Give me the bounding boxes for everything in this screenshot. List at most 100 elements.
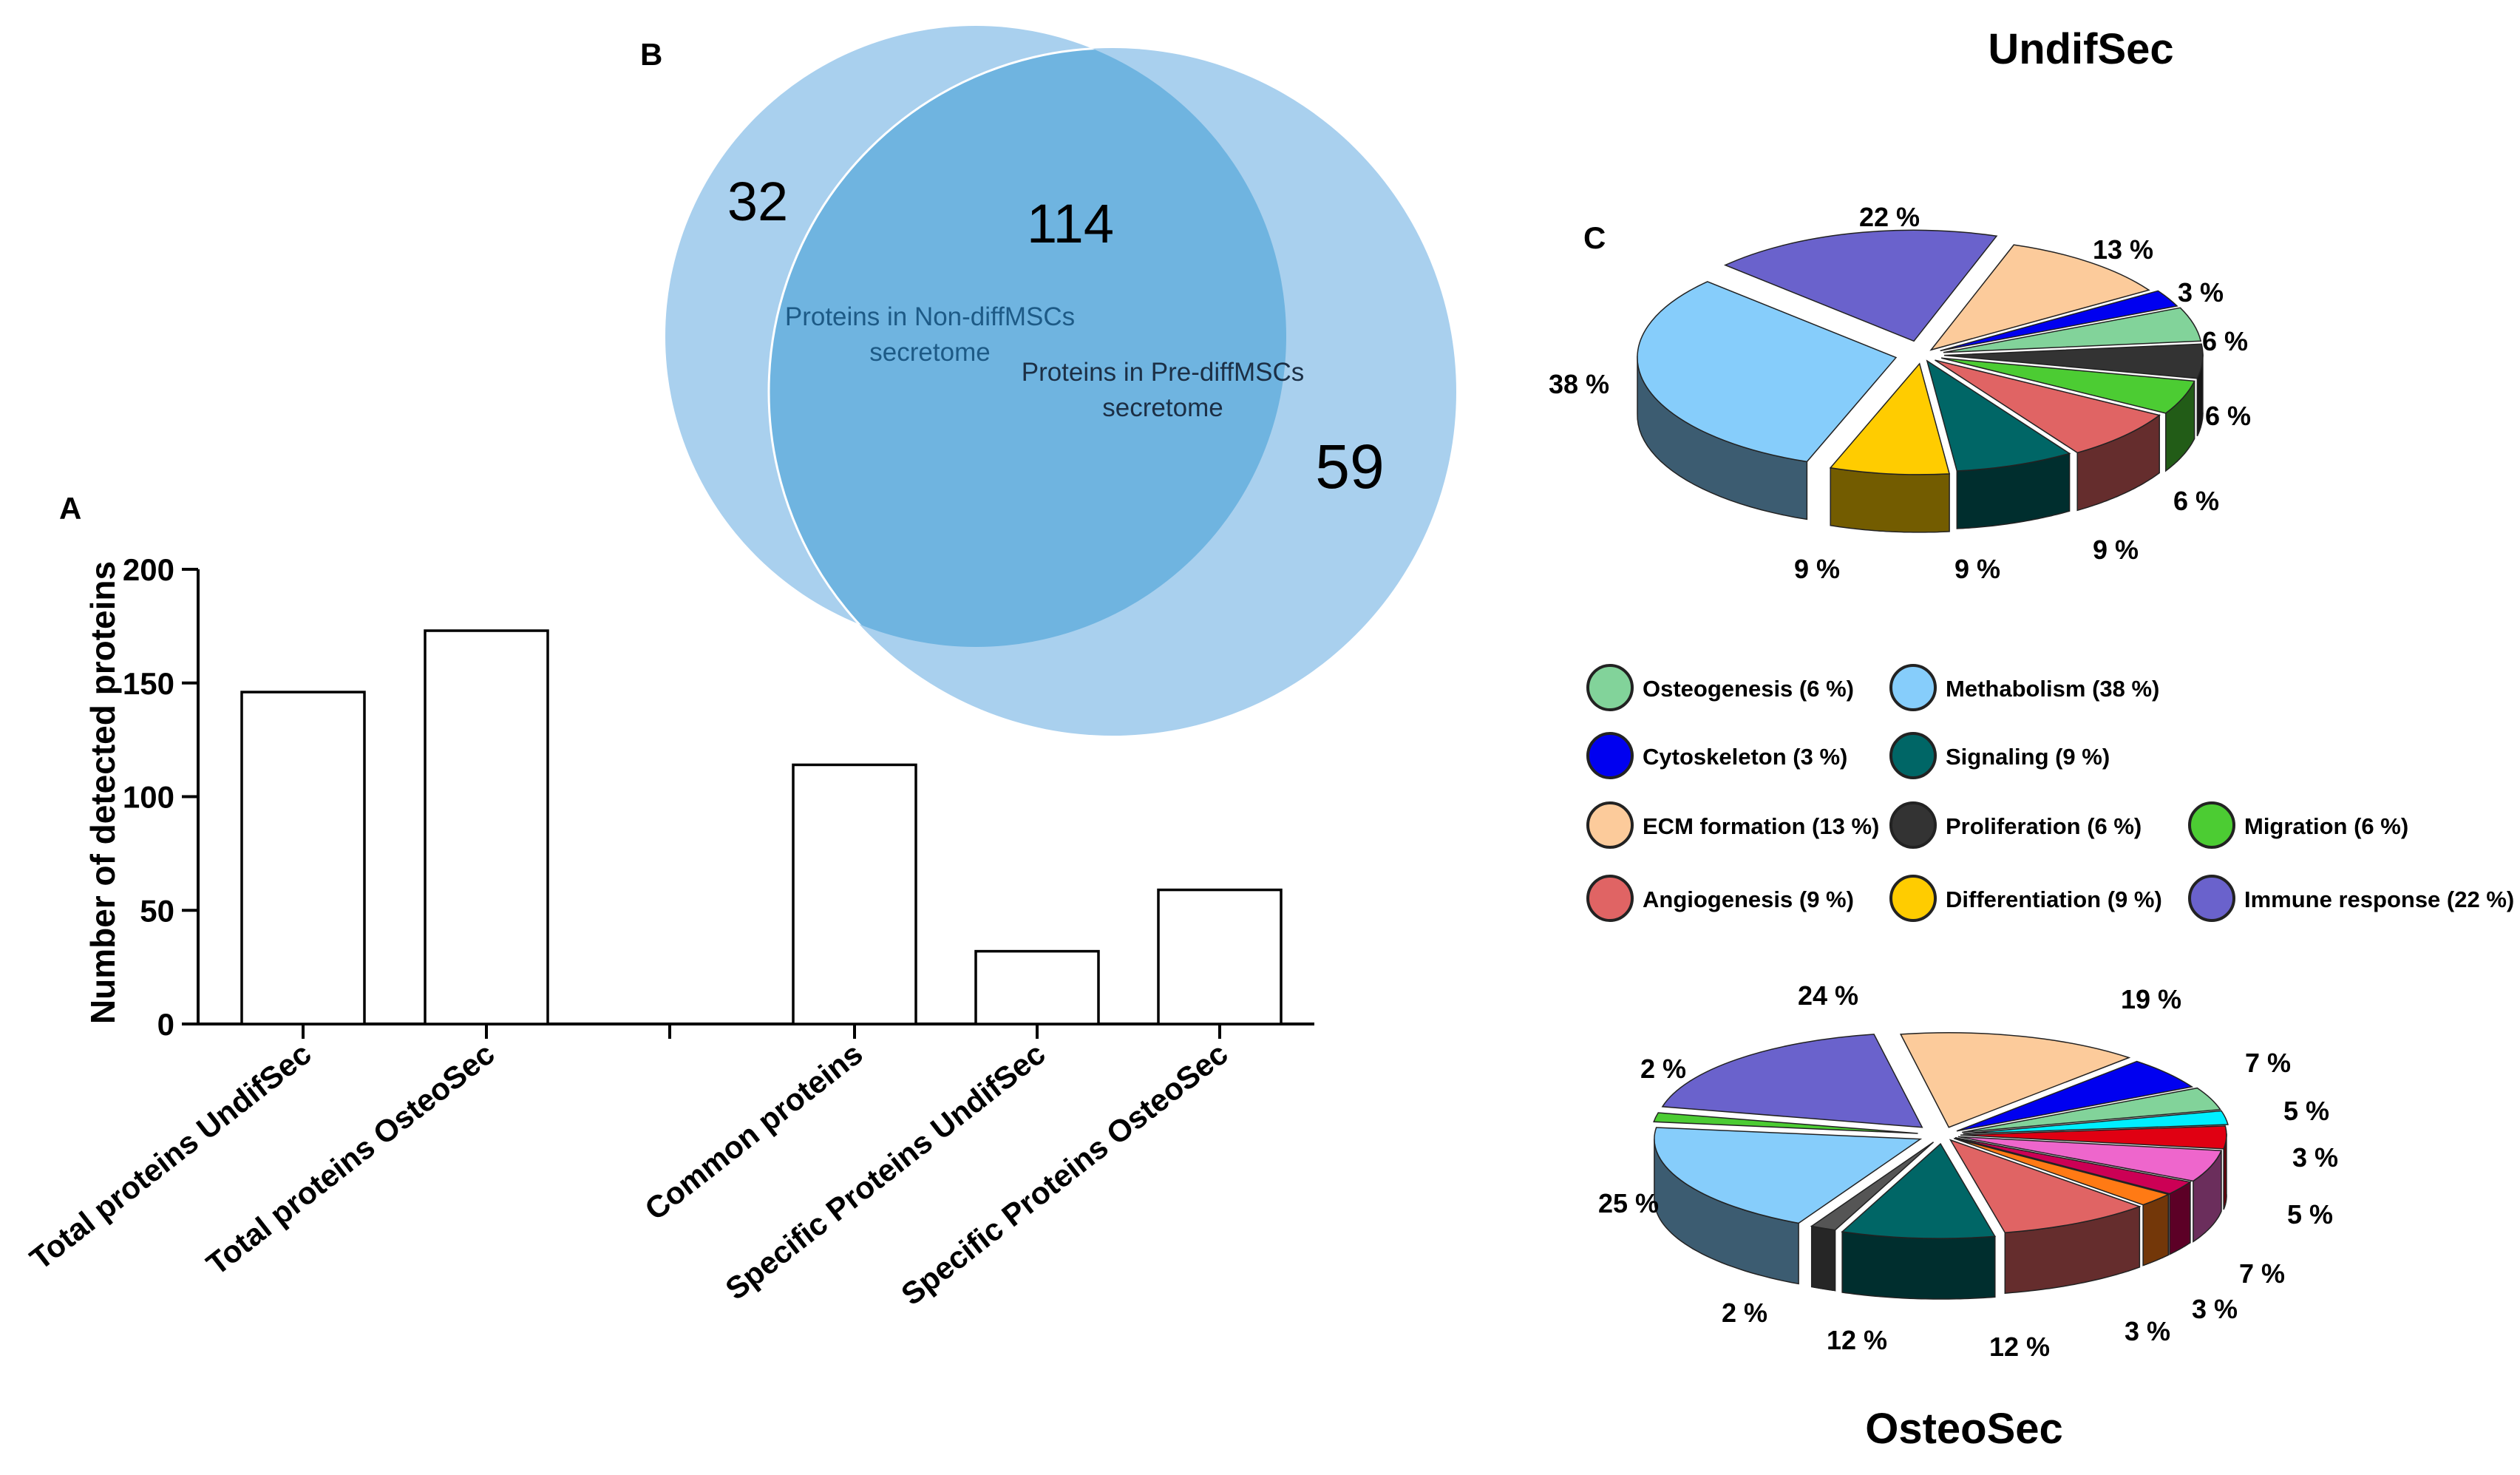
y-axis-label: Number of detected proteins xyxy=(84,561,122,1024)
pie-slice xyxy=(1654,1127,1923,1224)
bar xyxy=(240,691,366,1025)
pie-pct-label: 2 % xyxy=(1640,1054,1686,1084)
panel-c-label: C xyxy=(1583,220,1606,255)
pie-chart-osteosec: 24 %19 %7 %5 %3 %5 %7 %3 %3 %12 %12 %2 %… xyxy=(1598,980,2338,1362)
pie-slice-side xyxy=(1841,1231,1996,1300)
legend-swatch xyxy=(1889,875,1937,922)
pie-pct-label: 5 % xyxy=(2287,1199,2333,1230)
pie-pct-label: 6 % xyxy=(2205,401,2251,431)
venn-right-count: 59 xyxy=(1315,432,1384,501)
legend-swatch xyxy=(1586,875,1634,922)
legend-swatch xyxy=(2188,875,2235,922)
pie-pct-label: 3 % xyxy=(2178,277,2224,308)
pie-slice xyxy=(1637,281,1898,463)
pie-slice xyxy=(1957,1136,2223,1182)
legend-label: Differentiation (9 %) xyxy=(1946,886,2162,912)
bar xyxy=(1157,888,1283,1025)
legend-label: Proliferation (6 %) xyxy=(1946,813,2142,839)
pie-pct-label: 9 % xyxy=(1954,554,2000,584)
legend-swatch xyxy=(1889,801,1937,849)
pie-slice xyxy=(1943,307,2202,353)
legend-label: Signaling (9 %) xyxy=(1946,744,2110,770)
pie-slice-side xyxy=(1830,467,1950,533)
pie-slice xyxy=(1810,1142,1935,1231)
pie-slice xyxy=(1956,1060,2194,1132)
venn-overlap-count: 114 xyxy=(1027,193,1114,254)
legend-swatch xyxy=(2188,801,2235,849)
venn-left-label-line1: Proteins in Non-diffMSCs xyxy=(785,302,1075,331)
legend-label: ECM formation (13 %) xyxy=(1643,813,1879,839)
x-tick-label: Specific Proteins OsteoSec xyxy=(894,1036,1234,1312)
bar xyxy=(974,949,1100,1025)
y-tick-label: 200 xyxy=(123,552,174,587)
y-tick-label: 150 xyxy=(123,666,174,701)
pie-slice xyxy=(1829,362,1951,475)
pie-slice xyxy=(1935,359,2161,454)
pie-pct-label: 25 % xyxy=(1598,1188,1659,1218)
legend-label: Osteogenesis (6 %) xyxy=(1643,676,1854,702)
legend-label: Angiogenesis (9 %) xyxy=(1643,886,1854,912)
pie-pct-label: 5 % xyxy=(2283,1096,2329,1126)
panel-a-label: A xyxy=(59,491,81,526)
pie-slice xyxy=(1653,1112,1918,1134)
legend-label: Migration (6 %) xyxy=(2244,813,2408,839)
pie-legend: Osteogenesis (6 %) Methabolism (38 %) Cyto… xyxy=(1586,664,2514,922)
venn-left-count: 32 xyxy=(727,171,788,232)
pie-slice xyxy=(1926,359,2071,472)
x-tick-label: Total proteins OsteoSec xyxy=(200,1036,500,1282)
pie-slice xyxy=(1962,1087,2221,1133)
legend-label: Immune response (22 %) xyxy=(2244,886,2514,912)
legend-swatch xyxy=(1889,664,1937,711)
pie-slice xyxy=(1940,357,2195,414)
pie-pct-label: 12 % xyxy=(1989,1332,2050,1362)
y-tick-label: 100 xyxy=(123,780,174,815)
pie-slice xyxy=(1929,244,2150,351)
y-tick-label: 50 xyxy=(140,893,174,928)
pie-slice xyxy=(1963,1110,2229,1135)
pie-pct-label: 6 % xyxy=(2173,486,2219,516)
pie-pct-label: 22 % xyxy=(1859,202,1920,232)
y-tick-label: 0 xyxy=(157,1007,174,1042)
legend-swatch xyxy=(1586,801,1634,849)
pie-pct-label: 6 % xyxy=(2202,326,2248,356)
pie-pct-label: 3 % xyxy=(2125,1316,2170,1346)
pie-slice xyxy=(1943,343,2204,379)
pie-pct-label: 9 % xyxy=(2093,535,2139,565)
pie-slice xyxy=(1953,1137,2170,1206)
venn-right-label-line2: secretome xyxy=(1102,393,1223,422)
venn-diagram: 32 114 59 Proteins in Non-diffMSCs secre… xyxy=(665,26,1456,736)
pie-pct-label: 7 % xyxy=(2239,1258,2285,1289)
pie-slice xyxy=(1723,229,1998,342)
pie-slice xyxy=(1949,1139,2142,1233)
pie-pct-label: 3 % xyxy=(2292,1142,2338,1173)
pie-slice-side xyxy=(1810,1225,1836,1292)
bar xyxy=(792,763,917,1025)
legend-swatch xyxy=(1586,664,1634,711)
legend-swatch xyxy=(1586,732,1634,779)
pie-pct-label: 7 % xyxy=(2245,1048,2291,1078)
x-tick-label: Specific Proteins UndifSec xyxy=(719,1036,1051,1306)
pie-slice-side xyxy=(2169,1181,2191,1255)
venn-right-label-line1: Proteins in Pre-diffMSCs xyxy=(1022,358,1305,387)
bar xyxy=(424,629,549,1025)
pie-slice-side xyxy=(2142,1193,2170,1267)
pie-slice xyxy=(1960,1125,2227,1150)
pie-pct-label: 24 % xyxy=(1798,980,1858,1011)
pie-pct-label: 13 % xyxy=(2093,234,2153,265)
legend-swatch xyxy=(1889,732,1937,779)
pie-pct-label: 3 % xyxy=(2192,1294,2238,1324)
pie-pct-label: 2 % xyxy=(1722,1298,1767,1328)
legend-label: Methabolism (38 %) xyxy=(1946,676,2159,702)
pie-slice xyxy=(1841,1142,1997,1239)
panel-b-label: B xyxy=(640,37,662,72)
pie-pct-label: 38 % xyxy=(1549,369,1609,399)
pie-slice xyxy=(1661,1034,1923,1128)
pie-undif-title: UndifSec xyxy=(1988,25,2173,73)
pie-chart-undifsec: 22 % 13 % 3 % 6 % 6 % 6 % 9 % 9 % 9 % 38 % xyxy=(1549,202,2251,584)
pie-pct-label: 12 % xyxy=(1827,1325,1887,1355)
pie-slice xyxy=(1940,290,2178,352)
pie-pct-label: 9 % xyxy=(1794,554,1840,584)
pie-pct-label: 19 % xyxy=(2121,984,2181,1014)
legend-label: Cytoskeleton (3 %) xyxy=(1643,744,1847,770)
venn-left-label-line2: secretome xyxy=(869,338,990,367)
